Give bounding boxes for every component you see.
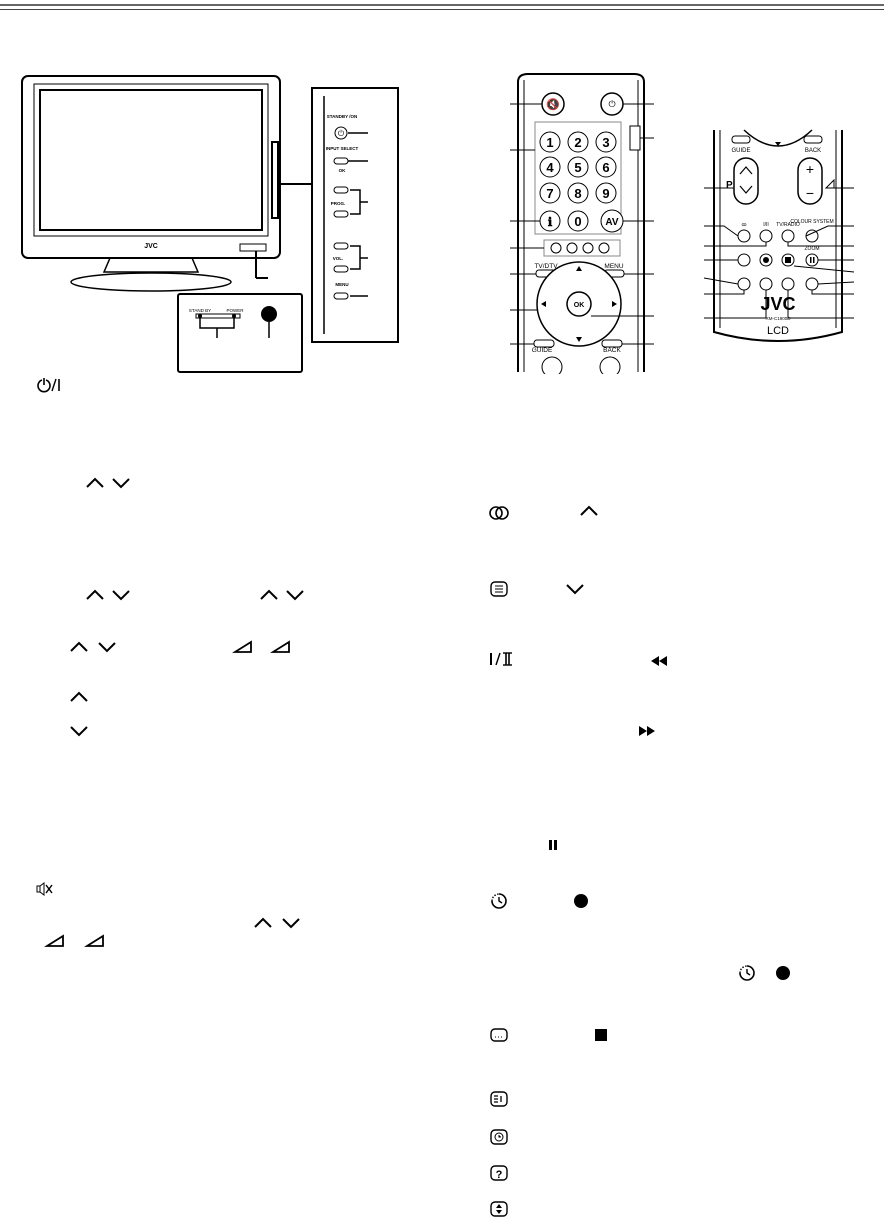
front-power-label: POWER: [226, 308, 244, 313]
remote2-i-ii-label: I/II: [763, 222, 769, 228]
record-icon: [574, 894, 588, 908]
panel-label-menu: MENU: [335, 282, 348, 287]
remote-key-3: 3: [602, 135, 609, 150]
front-standby-label: STAND BY: [189, 308, 211, 313]
stop-icon: [595, 1029, 607, 1041]
chevron-up-icon: [254, 917, 272, 928]
svg-text:+: +: [806, 161, 814, 177]
remote-key-0: 0: [574, 214, 581, 229]
rewind-icon: [651, 656, 667, 666]
remote-left-illustration: 🔇 ⏻ 1 2 3 4 5 6 7 8 9 0 ℹ AV TV/DTV MENU…: [510, 73, 654, 374]
sound-mode-icon: [489, 506, 509, 520]
volume-down-icon: [270, 640, 290, 653]
remote2-back-label: BACK: [805, 148, 821, 154]
remote-menu-label: MENU: [604, 263, 623, 270]
pause-icon: [549, 840, 557, 850]
remote2-lcd-label: LCD: [767, 325, 789, 337]
svg-text:🔇: 🔇: [546, 98, 560, 111]
volume-up-icon: [44, 934, 64, 947]
remote-guide-label: GUIDE: [532, 347, 553, 354]
panel-label-prog: PROG.: [331, 201, 346, 206]
panel-label-ok: OK: [339, 168, 347, 173]
chevron-up-icon: [70, 691, 88, 702]
remote2-colour-system-label: COLOUR SYSTEM: [790, 219, 833, 225]
svg-text:?: ?: [496, 1169, 503, 1181]
remote-key-4: 4: [546, 160, 554, 175]
remote2-tvradio-label: TV/RADIO: [776, 222, 800, 228]
remote-key-8: 8: [574, 186, 581, 201]
header-rule-top: [0, 4, 884, 6]
chevron-down-icon: [282, 918, 300, 929]
subtitle-icon: [490, 1028, 508, 1042]
remote2-guide-label: GUIDE: [731, 148, 750, 154]
remote-back-label: BACK: [603, 347, 621, 354]
fast-forward-icon: [639, 726, 655, 736]
mute-icon: [36, 882, 53, 896]
remote-info-icon: ℹ: [548, 215, 553, 229]
chevron-down-icon: [112, 478, 130, 489]
chevron-up-icon: [260, 589, 278, 600]
tv-illustration: JVC STANDBY /ON ⏻ INPUT SELECT OK PROG. …: [21, 75, 399, 373]
remote-key-1: 1: [546, 135, 553, 150]
remote-right-illustration: GUIDE BACK P + − ꝏ I/II TV/RADIO COLOUR …: [704, 129, 854, 342]
volume-up-icon: [232, 640, 252, 653]
timer-icon: [739, 965, 755, 981]
i-ii-icon: [490, 652, 512, 666]
index-icon: [490, 1091, 508, 1107]
chevron-down-icon: [112, 590, 130, 601]
remote-key-6: 6: [602, 160, 609, 175]
remote-av-label: AV: [605, 217, 618, 228]
remote-key-9: 9: [602, 186, 609, 201]
teletext-icon: [490, 581, 508, 597]
remote-key-5: 5: [574, 160, 581, 175]
chevron-down-icon: [286, 590, 304, 601]
power-standby-icon: [37, 378, 60, 393]
chevron-up-icon: [580, 505, 598, 516]
volume-down-icon: [84, 934, 104, 947]
remote-key-2: 2: [574, 135, 581, 150]
size-icon: [490, 1201, 508, 1217]
panel-label-input: INPUT SELECT: [326, 146, 359, 151]
panel-label-vol: VOL.: [333, 256, 344, 261]
remote-key-7: 7: [546, 186, 553, 201]
reveal-icon: ?: [490, 1165, 508, 1181]
svg-text:⏻: ⏻: [338, 129, 345, 138]
chevron-up-icon: [70, 641, 88, 652]
record-icon: [776, 966, 790, 980]
remote2-zoom-label: ZOOM: [805, 246, 820, 252]
svg-text:ꝏ: ꝏ: [741, 222, 746, 228]
remote-ok-label: OK: [574, 302, 585, 309]
svg-text:−: −: [806, 185, 814, 201]
timer-icon: [491, 893, 507, 909]
svg-text:⏻: ⏻: [608, 99, 615, 109]
hold-icon: [490, 1129, 508, 1145]
chevron-up-icon: [86, 589, 104, 600]
tv-brand-logo: JVC: [144, 243, 158, 250]
header-rule-bottom: [0, 9, 884, 10]
remote2-model: RM-C1900D: [765, 316, 791, 321]
panel-label-standby: STANDBY /ON: [327, 114, 358, 119]
chevron-down-icon: [70, 726, 88, 737]
remote-tvdtv-label: TV/DTV: [534, 263, 558, 270]
remote2-brand: JVC: [760, 294, 795, 314]
chevron-down-icon: [98, 642, 116, 653]
chevron-down-icon: [566, 584, 584, 595]
remote2-p-label: P: [726, 180, 733, 191]
chevron-up-icon: [86, 477, 104, 488]
